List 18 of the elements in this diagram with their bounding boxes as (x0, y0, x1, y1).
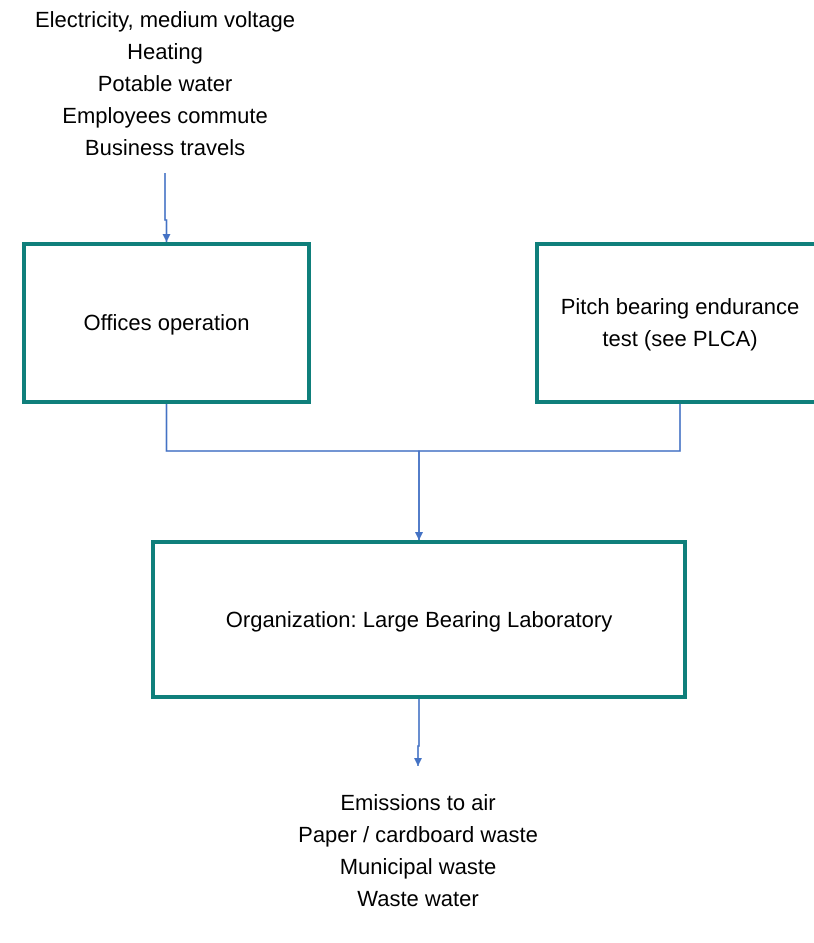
flow-text: Emissions to air (340, 789, 496, 817)
process-box (535, 242, 814, 404)
process-box (22, 242, 311, 404)
flow-text: Heating (127, 38, 203, 66)
box-label: Pitch bearing endurance test (see PLCA) (560, 293, 800, 353)
flow-text: Paper / cardboard waste (298, 821, 538, 849)
connector-arrow (162, 173, 170, 242)
flow-text: Municipal waste (340, 853, 496, 881)
process-box (151, 540, 687, 699)
flow-text: Potable water (98, 70, 232, 98)
flow-text: Electricity, medium voltage (34, 6, 295, 34)
connector-arrow (415, 404, 681, 540)
flow-text: Employees commute (62, 102, 268, 130)
connector-arrow (414, 699, 422, 766)
box-label: Offices operation (84, 309, 250, 337)
box-label: Organization: Large Bearing Laboratory (226, 606, 612, 634)
flow-text: Waste water (357, 885, 479, 913)
flow-text: Business travels (84, 134, 246, 162)
